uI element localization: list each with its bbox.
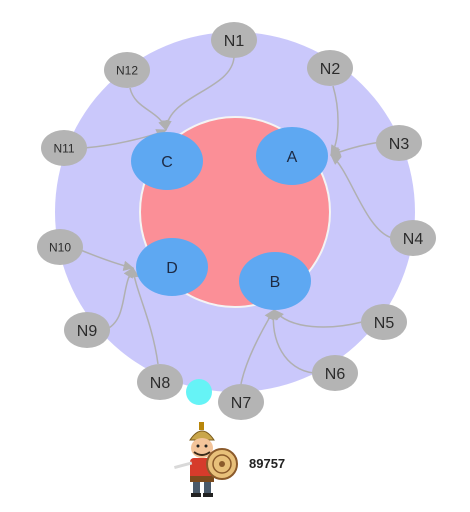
- server-label: B: [270, 274, 281, 291]
- edge-n11-to-c: [83, 129, 167, 149]
- node-label: N10: [49, 240, 71, 254]
- node-n6: N6: [312, 355, 358, 391]
- node-label: N11: [53, 141, 74, 155]
- server-c: C: [131, 132, 203, 190]
- node-label: N1: [224, 33, 245, 50]
- node-n8: N8: [137, 364, 183, 400]
- edge-n1-to-c: [161, 56, 235, 132]
- server-label: D: [166, 260, 178, 277]
- node-shape: [218, 384, 264, 420]
- node-shape: [211, 22, 257, 58]
- node-label: N3: [389, 136, 410, 153]
- server-label: A: [287, 149, 298, 166]
- edge-n12-to-c: [129, 87, 169, 132]
- node-n1: N1: [211, 22, 257, 58]
- server-shape: [136, 238, 208, 296]
- node-label: N6: [325, 366, 346, 383]
- warrior-icon: [168, 420, 242, 500]
- edge-n8-to-d: [128, 266, 159, 365]
- node-shape: [41, 130, 87, 166]
- node-shape: [37, 229, 83, 265]
- node-n11: N11: [41, 130, 87, 166]
- player-dot: [186, 379, 212, 405]
- node-shape: [137, 364, 183, 400]
- node-n4: N4: [390, 220, 436, 256]
- node-n9: N9: [64, 312, 110, 348]
- node-label: N9: [77, 323, 98, 340]
- edge-n7-to-b: [240, 309, 275, 385]
- server-shape: [256, 127, 328, 185]
- node-n12: N12: [104, 52, 150, 88]
- edge-n3-to-a: [330, 141, 382, 157]
- node-n3: N3: [376, 125, 422, 161]
- server-label: C: [161, 154, 173, 171]
- node-n5: N5: [361, 304, 407, 340]
- edge-n5-to-b: [273, 309, 363, 328]
- server-d: D: [136, 238, 208, 296]
- node-label: N7: [231, 395, 252, 412]
- node-n7: N7: [218, 384, 264, 420]
- node-shape: [312, 355, 358, 391]
- node-shape: [390, 220, 436, 256]
- node-label: N5: [374, 315, 395, 332]
- node-label: N8: [150, 375, 171, 392]
- node-n10: N10: [37, 229, 83, 265]
- node-shape: [361, 304, 407, 340]
- node-shape: [376, 125, 422, 161]
- node-n2: N2: [307, 50, 353, 86]
- player-score: 89757: [249, 456, 286, 471]
- server-b: B: [239, 252, 311, 310]
- node-shape: [104, 52, 150, 88]
- node-label: N4: [403, 231, 424, 248]
- node-label: N2: [320, 61, 341, 78]
- node-shape: [64, 312, 110, 348]
- server-a: A: [256, 127, 328, 185]
- node-label: N12: [116, 63, 138, 77]
- server-shape: [131, 132, 203, 190]
- server-shape: [239, 252, 311, 310]
- node-shape: [307, 50, 353, 86]
- edge-n4-to-a: [330, 154, 393, 239]
